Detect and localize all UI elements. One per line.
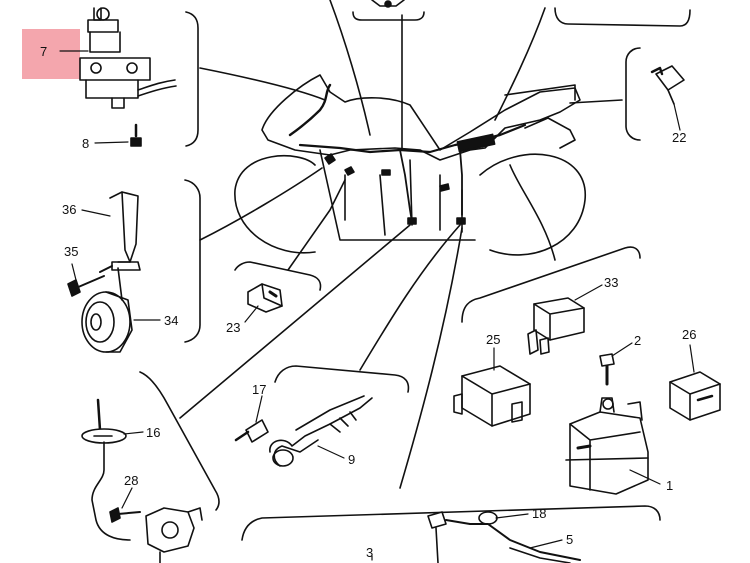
part-7-main-switch (79, 7, 177, 109)
part-5-cable (427, 511, 581, 563)
callout-2: 2 (634, 333, 641, 348)
part-26-relay (669, 371, 721, 421)
part-9-sensor (269, 395, 373, 467)
callout-28: 28 (124, 473, 138, 488)
callout-36: 36 (62, 202, 76, 217)
callout-9: 9 (348, 452, 355, 467)
part-28-sensor (145, 507, 203, 563)
callout-8: 8 (82, 136, 89, 151)
leader-lines (179, 0, 623, 489)
part-8-screw (130, 123, 142, 147)
callout-1: 1 (666, 478, 673, 493)
part-16-sensor-probe (81, 398, 131, 541)
callout-labels: 7 8 22 36 35 34 23 33 25 2 26 17 16 9 1 … (40, 44, 696, 560)
part-1-starter-relay (565, 397, 649, 495)
callout-7: 7 (40, 44, 47, 59)
callout-34: 34 (164, 313, 178, 328)
part-35-bolt (67, 265, 113, 297)
highlight-box-7 (22, 29, 80, 79)
callout-23: 23 (226, 320, 240, 335)
callout-25: 25 (486, 332, 500, 347)
callout-17: 17 (252, 382, 266, 397)
part-23-relay-small (247, 283, 283, 313)
group-brackets (139, 7, 691, 541)
callout-26: 26 (682, 327, 696, 342)
part-36-bracket (109, 191, 141, 271)
part-top-unit (371, 0, 405, 8)
callout-22: 22 (672, 130, 686, 145)
part-18-clamp (478, 511, 498, 525)
callout-3: 3 (366, 545, 373, 560)
motorcycle-outline (234, 74, 586, 256)
part-17-clip (234, 419, 269, 443)
part-25-relay (453, 365, 531, 427)
part-2-bolt (599, 353, 615, 386)
callout-16: 16 (146, 425, 160, 440)
part-22-connector (650, 65, 685, 105)
callout-35: 35 (64, 244, 78, 259)
callout-33: 33 (604, 275, 618, 290)
part-28-bolt (109, 507, 141, 523)
part-34-horn (81, 267, 133, 353)
callout-18: 18 (532, 506, 546, 521)
part-33-relay (527, 297, 585, 355)
callout-5: 5 (566, 532, 573, 547)
callout-leaders (59, 50, 695, 561)
